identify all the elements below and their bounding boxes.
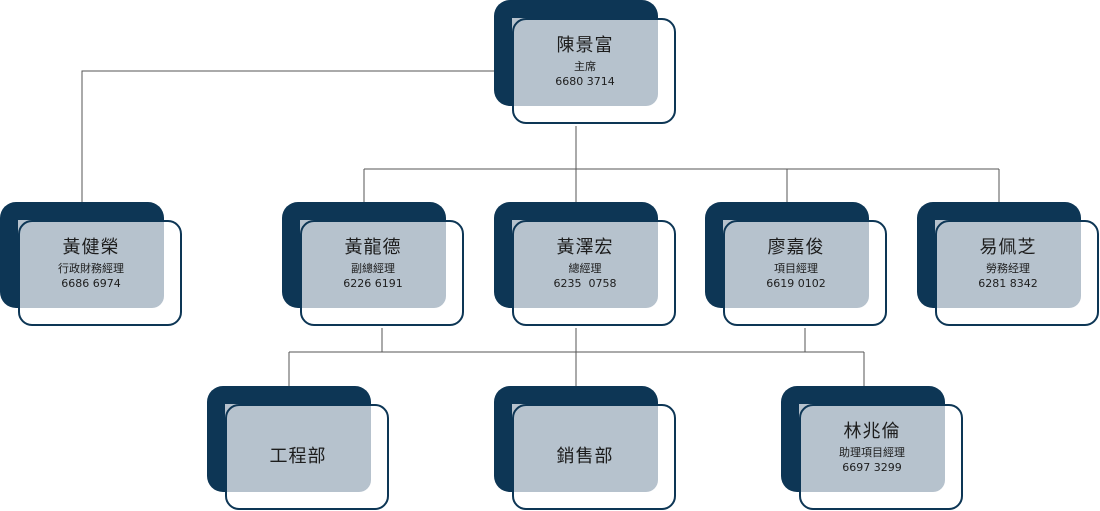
chairman-title: 主席 [574,60,596,73]
gm-title: 總經理 [568,262,602,275]
asst-project-mgr-phone: 6697 3299 [842,461,902,474]
labour-mgr-phone: 6281 8342 [978,277,1038,290]
project-mgr-title: 項目經理 [774,262,818,275]
project-mgr-phone: 6619 0102 [766,277,826,290]
engineering-name: 工程部 [269,446,327,467]
labour-mgr-name: 易佩芝 [979,237,1037,258]
labour-mgr-title: 勞務经理 [986,262,1030,275]
gm-phone: 6235 0758 [553,277,617,290]
deputy-gm-phone: 6226 6191 [343,277,403,290]
admin-title: 行政財務經理 [58,262,124,275]
deputy-gm-title: 副總經理 [351,262,395,275]
chairman-phone: 6680 3714 [555,75,615,88]
chairman-name: 陳景富 [556,35,614,56]
asst-project-mgr-title: 助理項目經理 [839,446,905,459]
sales-name: 銷售部 [556,446,614,467]
project-mgr-name: 廖嘉俊 [767,237,825,258]
admin-phone: 6686 6974 [61,277,121,290]
gm-name: 黃澤宏 [556,237,614,258]
asst-project-mgr-name: 林兆倫 [843,421,901,442]
admin-name: 黃健榮 [62,237,120,258]
connector-chairman-admin [81,70,494,202]
deputy-gm-name: 黃龍德 [344,237,402,258]
